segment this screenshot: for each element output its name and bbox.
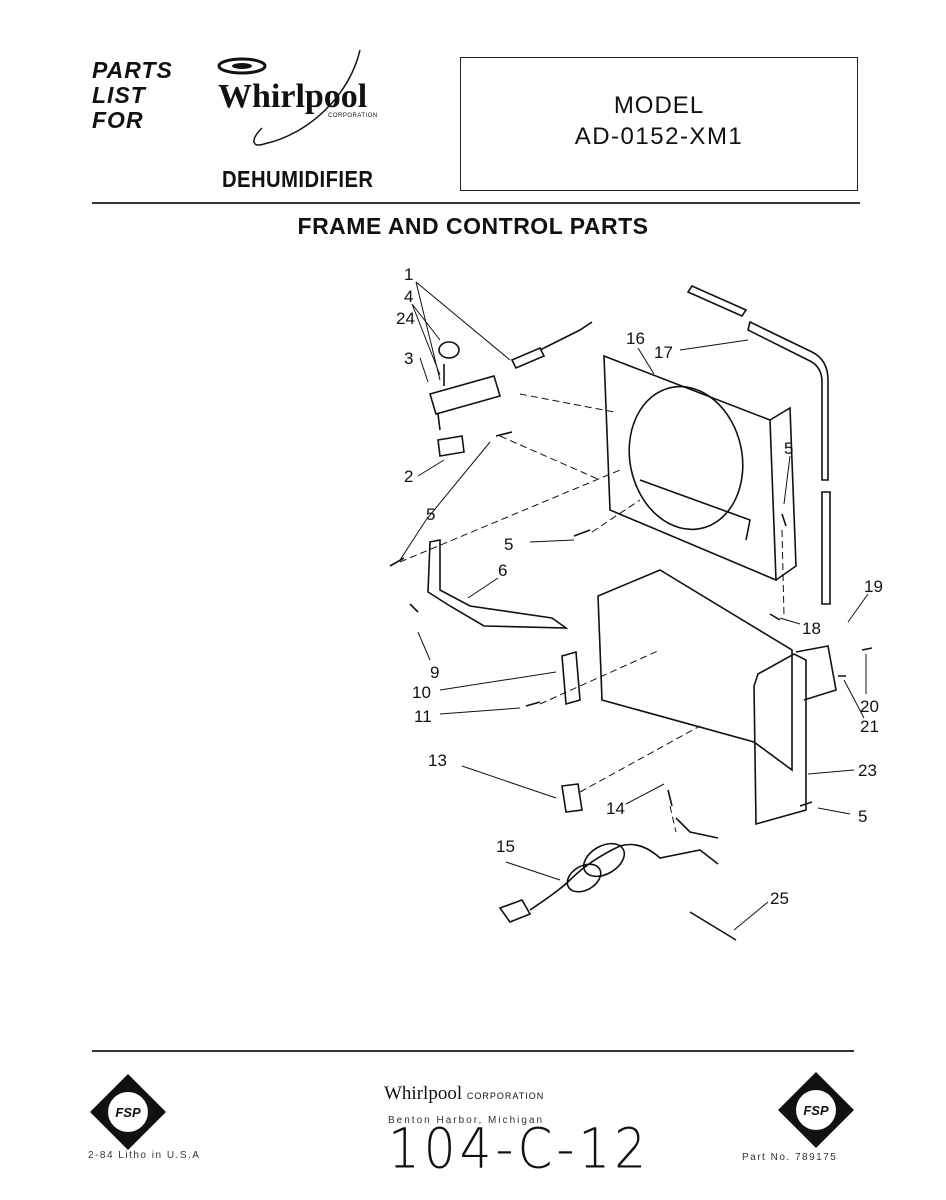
callout-17: 17	[654, 343, 673, 362]
footer-corp-name: Whirlpool	[384, 1083, 463, 1104]
callout-labels: 1 4 24 3 2 5 5 5 6 9 10 11 13 14 15 16 1…	[396, 265, 883, 908]
brand-name: Whirlpool	[218, 78, 368, 115]
brand-corporation: CORPORATION	[328, 113, 378, 119]
callout-16: 16	[626, 329, 645, 348]
callout-24: 24	[396, 309, 415, 328]
parts-line-2: LIST	[92, 82, 146, 108]
callout-15: 15	[496, 837, 515, 856]
parts-line-1: PARTS	[92, 57, 173, 83]
callout-13: 13	[428, 751, 447, 770]
callout-5b: 5	[504, 535, 513, 554]
model-box	[460, 57, 858, 191]
callout-9: 9	[430, 663, 439, 682]
footer-corporation: Whirlpool CORPORATION	[384, 1083, 544, 1105]
fsp-logo-left-icon: FSP	[90, 1074, 166, 1150]
callout-14: 14	[606, 799, 625, 818]
section-title: FRAME AND CONTROL PARTS	[297, 213, 649, 239]
exploded-parts-diagram: 1 4 24 3 2 5 5 5 6 9 10 11 13 14 15 16 1…	[389, 265, 883, 941]
callout-23: 23	[858, 761, 877, 780]
model-number: AD-0152-XM1	[574, 123, 744, 150]
product-name: DEHUMIDIFIER	[222, 166, 374, 192]
header-divider	[92, 202, 860, 204]
model-label: MODEL	[613, 92, 705, 119]
footer-part-number: Part No. 789175	[742, 1152, 838, 1163]
parts-list-for: PARTS LIST FOR	[92, 58, 173, 133]
callout-11: 11	[414, 707, 432, 726]
callout-25: 25	[770, 889, 789, 908]
callout-1: 1	[404, 265, 413, 284]
footer-litho: 2-84 Litho in U.S.A	[88, 1150, 201, 1161]
whirlpool-logo-icon	[217, 49, 361, 146]
handwritten-code: 104-C-12	[388, 1117, 651, 1181]
callout-6: 6	[498, 561, 507, 580]
callout-4: 4	[404, 287, 413, 306]
parts-line-3: FOR	[92, 107, 144, 133]
callout-3: 3	[404, 349, 413, 368]
footer-city: Benton Harbor, Michigan	[388, 1115, 545, 1126]
callout-18: 18	[802, 619, 821, 638]
footer-divider	[92, 1050, 854, 1052]
callout-19: 19	[864, 577, 883, 596]
fsp-logo-right-text: FSP	[803, 1103, 829, 1118]
callout-21: 21	[860, 717, 879, 736]
callout-5e: 5	[858, 807, 867, 826]
callout-5c: 5	[784, 439, 793, 458]
fsp-logo-right-icon: FSP	[778, 1072, 854, 1148]
callout-20: 20	[860, 697, 879, 716]
footer-corp-suffix: CORPORATION	[466, 1091, 545, 1101]
callout-5a: 5	[426, 505, 435, 524]
callout-2: 2	[404, 467, 413, 486]
fsp-logo-left-text: FSP	[115, 1105, 141, 1120]
callout-10: 10	[412, 683, 431, 702]
